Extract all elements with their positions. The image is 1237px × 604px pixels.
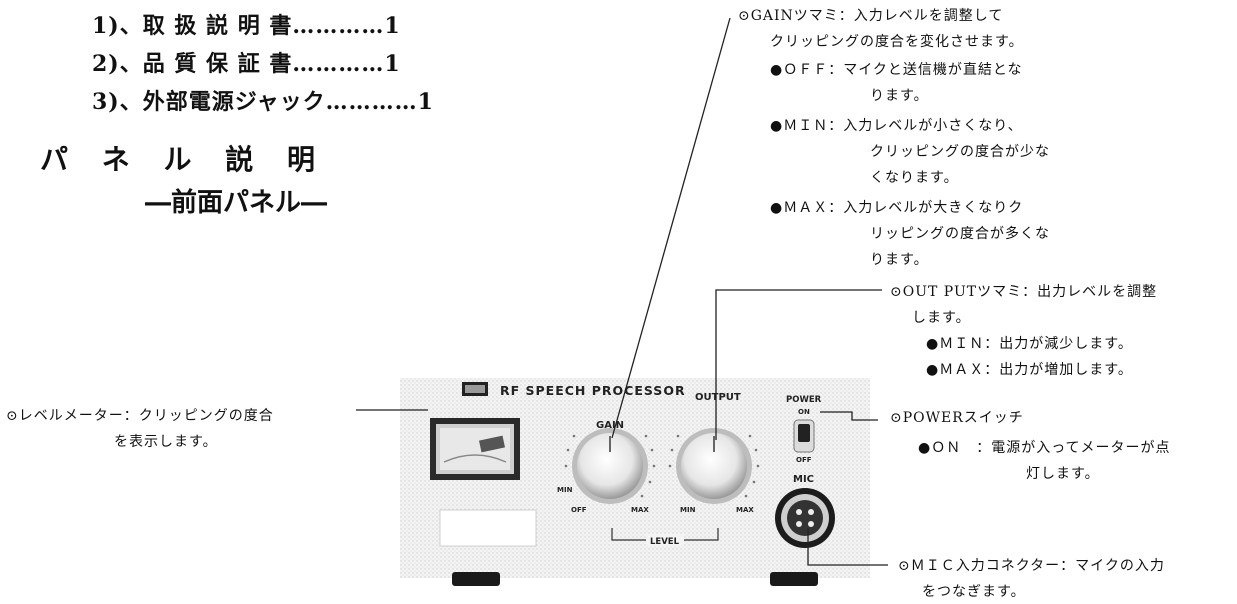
- power-label: POWER: [786, 395, 822, 405]
- brand-label: RF SPEECH PROCESSOR: [500, 383, 686, 398]
- panel-foot-right: [770, 572, 818, 586]
- output-min-label: MIN: [680, 506, 696, 514]
- output-max-label: MAX: [736, 506, 754, 514]
- level-label: LEVEL: [650, 537, 680, 547]
- output-knob: [676, 428, 752, 504]
- mic-connector: [775, 488, 835, 548]
- mic-label: MIC: [793, 474, 814, 485]
- gain-off-label: OFF: [571, 506, 587, 514]
- gain-min-label: MIN: [557, 486, 573, 494]
- gain-max-label: MAX: [631, 506, 649, 514]
- power-on-label: ON: [798, 408, 810, 416]
- output-label: OUTPUT: [695, 392, 741, 403]
- gain-leader-line: [612, 18, 730, 438]
- lower-panel-label: [440, 510, 536, 546]
- panel-foot-left: [452, 572, 500, 586]
- gain-knob: [572, 428, 648, 504]
- power-off-label: OFF: [796, 456, 812, 464]
- power-switch: [794, 420, 814, 452]
